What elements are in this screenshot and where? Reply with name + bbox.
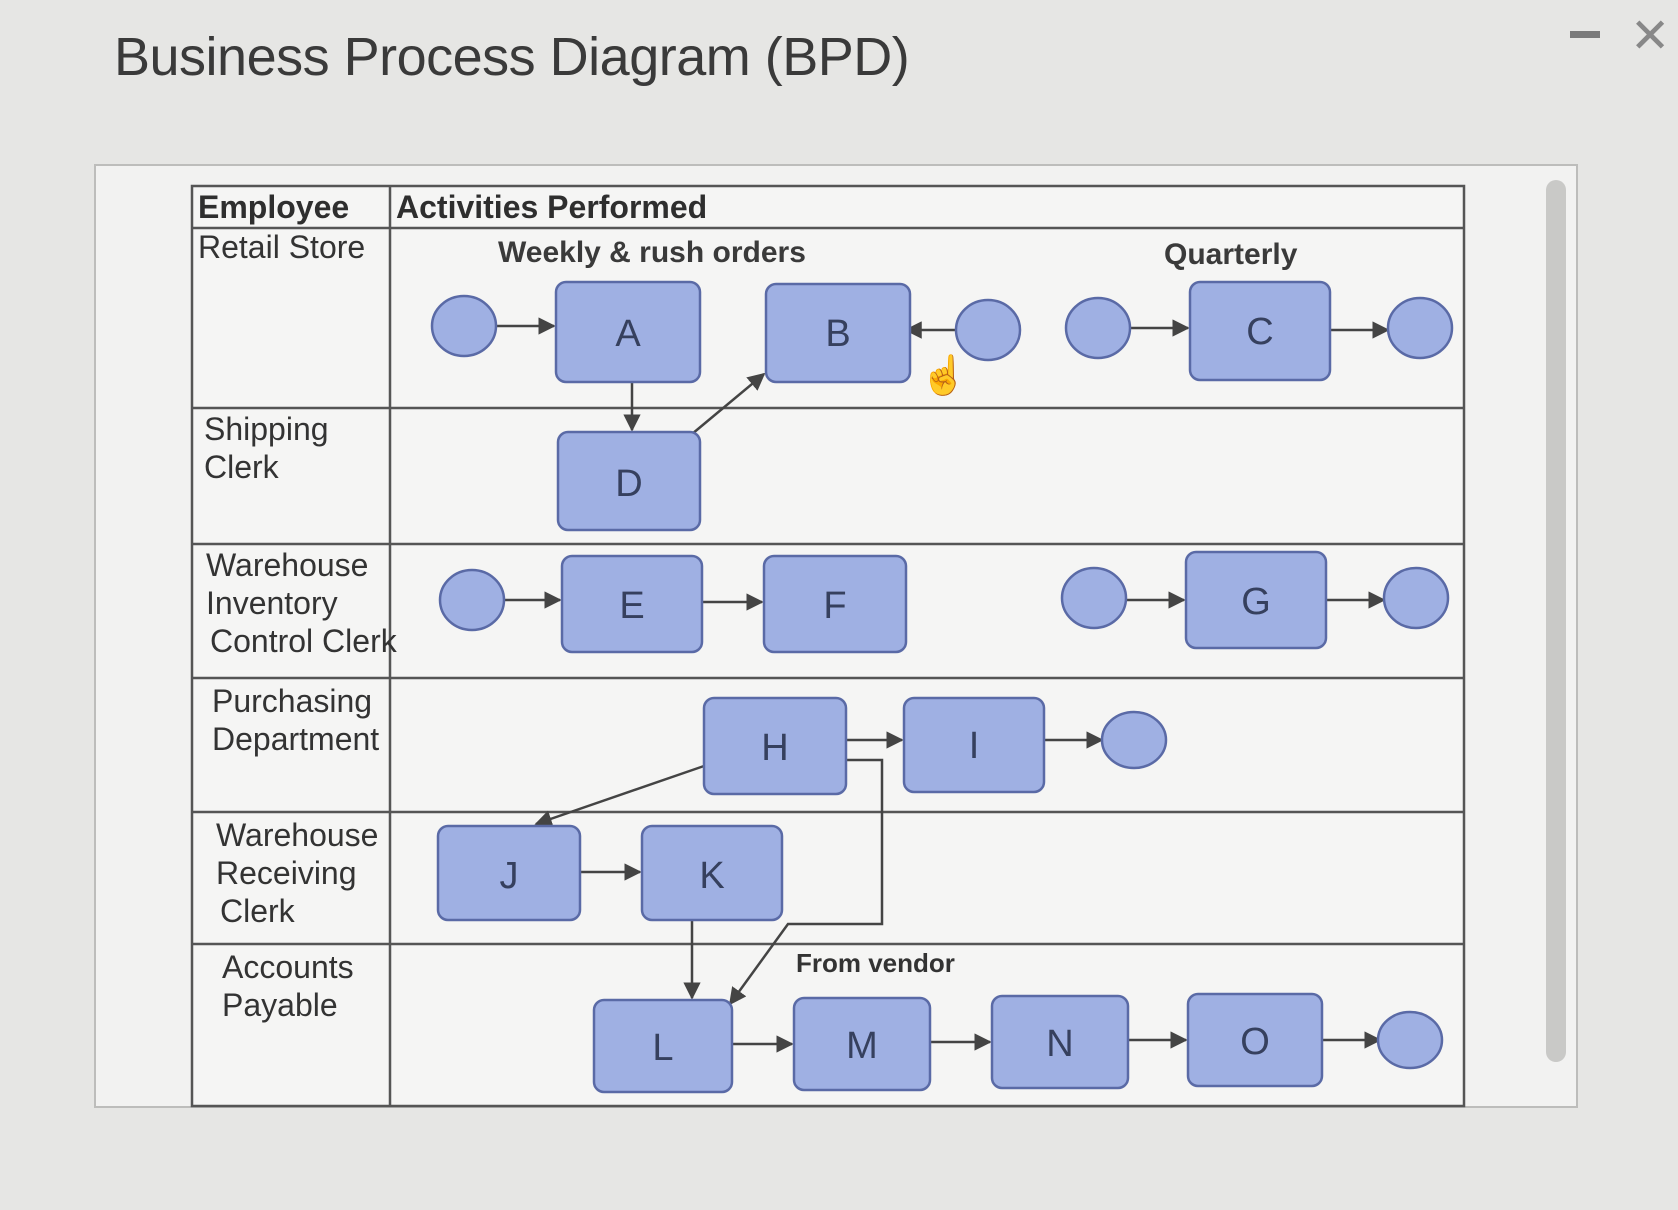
task-g [1184,550,1328,650]
lane-label-purchasing-line2: Department [212,721,379,757]
task-d-label: D [615,463,642,505]
close-icon[interactable]: ✕ [1630,10,1671,63]
task-e [560,554,704,654]
flow-d-to-b [691,372,766,435]
task-n-label: N [1046,1023,1073,1065]
lane-label-receiving-line2: Receiving [216,855,357,891]
task-j-label: J [500,855,519,897]
task-m-label: M [846,1025,878,1067]
task-e-label: E [619,585,644,627]
task-l-label: L [652,1027,673,1069]
minimize-icon[interactable] [1570,31,1600,38]
start-event-g [1060,566,1128,630]
start-event-weekly [430,294,498,358]
col-employee-header: Employee [198,189,349,225]
end-event-i [1100,710,1168,770]
page-title: Business Process Diagram (BPD) [114,27,910,87]
lane-label-shipping-line2: Clerk [204,449,280,485]
flow-h-to-j [534,764,705,828]
task-j [436,824,582,922]
flow-h-to-l [728,758,884,1006]
end-event-b [954,298,1022,362]
lane-label-inventory-line2: Inventory [206,585,338,621]
task-i-label: I [969,725,980,767]
task-a [554,280,702,384]
vertical-scrollbar[interactable] [1546,180,1566,1062]
end-event-o [1376,1010,1444,1070]
task-c-label: C [1246,311,1273,353]
task-g-label: G [1241,581,1271,623]
task-b-label: B [825,313,850,355]
lane-label-inventory-line3: Control Clerk [210,623,398,659]
task-i [902,696,1046,794]
task-d [556,430,702,532]
lane-label-inventory-line1: Warehouse [206,547,368,583]
task-k-label: K [699,855,724,897]
lane-label-shipping-line1: Shipping [204,411,329,447]
lane-label-receiving-line3: Clerk [220,893,296,929]
lane-label-payable-line2: Payable [222,987,338,1023]
task-h [702,696,848,796]
events [430,294,1454,1070]
tasks [436,280,1332,1094]
lane-label-payable-line1: Accounts [222,949,354,985]
task-h-label: H [761,727,788,769]
from-vendor-note: From vendor [796,948,955,978]
task-o-label: O [1240,1021,1270,1063]
task-f-label: F [823,585,846,627]
end-event-c [1386,296,1454,360]
task-m [792,996,932,1092]
lane-label-purchasing-line1: Purchasing [212,683,372,719]
task-b [764,282,912,384]
task-k [640,824,784,922]
task-c [1188,280,1332,382]
hand-cursor-icon: ☝ [920,355,968,397]
section-quarterly-label: Quarterly [1164,238,1298,271]
connectors [494,317,1390,1053]
start-event-quarterly [1064,296,1132,360]
task-f [762,554,908,654]
lane-label-receiving-line1: Warehouse [216,817,378,853]
task-l [592,998,734,1094]
lane-label-retail-store: Retail Store [198,229,365,265]
section-weekly-label: Weekly & rush orders [498,236,806,269]
task-o [1186,992,1324,1088]
start-event-e [438,568,506,632]
task-a-label: A [615,313,641,355]
task-n [990,994,1130,1090]
end-event-g [1382,566,1450,630]
col-activities-header: Activities Performed [396,189,707,225]
